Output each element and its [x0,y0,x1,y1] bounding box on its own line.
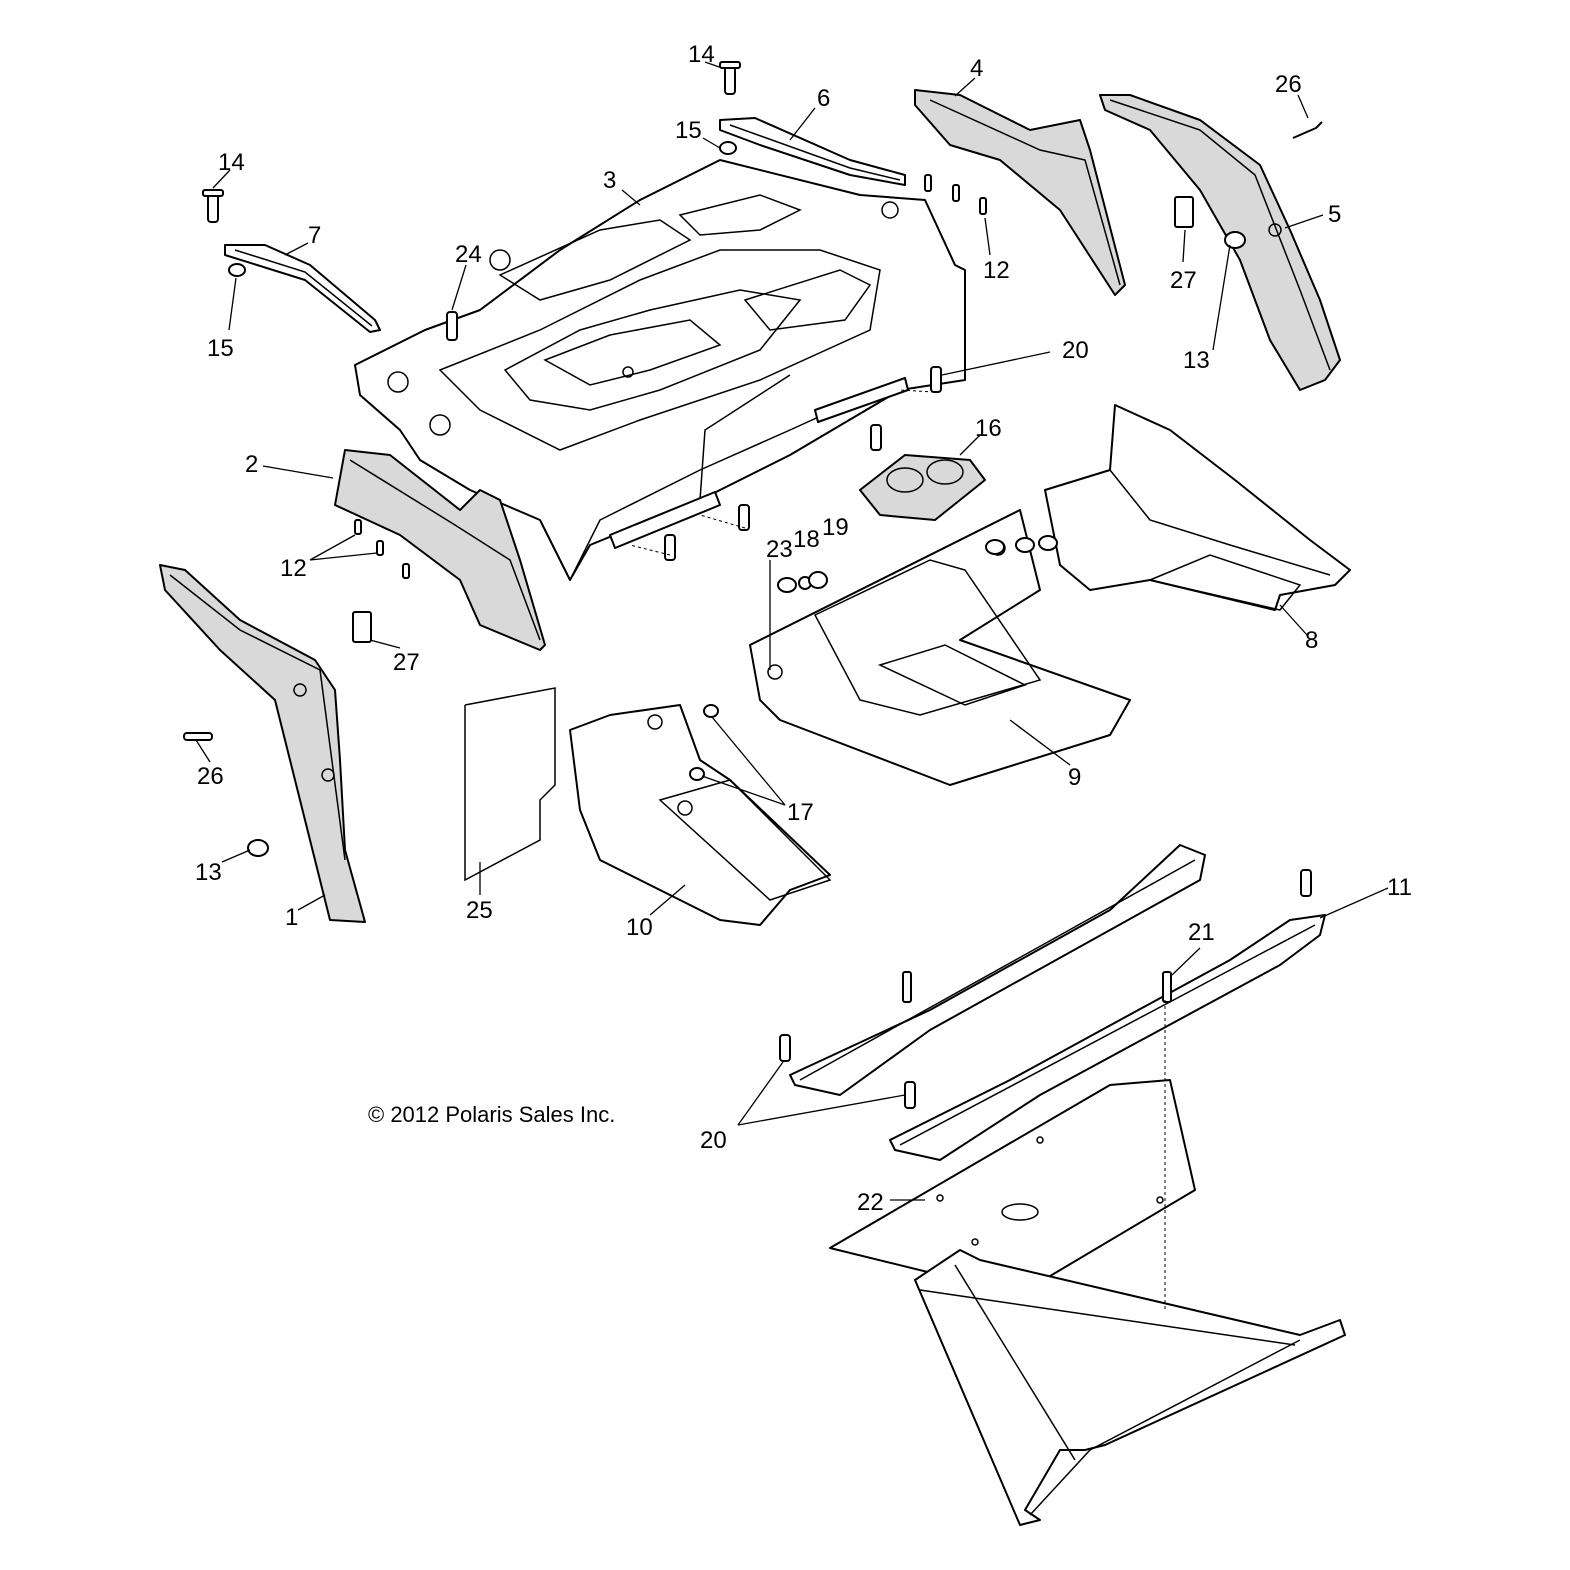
part-16-cover [859,454,986,521]
callout-15-left: 15 [207,335,234,362]
callout-13-right: 13 [1183,347,1210,374]
callout-17: 17 [787,799,814,826]
callout-8: 8 [1305,627,1318,654]
leader-lines [195,61,1389,1201]
part-7-rail-left [224,244,381,333]
part-25-sheet [464,687,556,882]
callout-4: 4 [970,55,983,82]
rear-frame-brace [914,1249,1346,1526]
callout-14-left: 14 [218,149,245,176]
callout-27-left: 27 [393,649,420,676]
part-1-fender-left [159,564,366,923]
callout-26-left: 26 [197,763,224,790]
part-4-side-panel-right [914,89,1126,296]
callout-5: 5 [1328,201,1341,228]
callout-22: 22 [857,1189,884,1216]
part-2-side-panel-left [334,449,546,651]
hidden-lines [629,389,1166,1310]
callout-14-top: 14 [688,41,715,68]
callout-3: 3 [603,167,616,194]
callout-7: 7 [308,222,321,249]
part-10-floor-left [569,704,832,926]
callout-labels: 14 6 4 26 15 3 14 7 5 24 12 27 15 20 13 … [195,41,1412,1216]
part-8-floor-right [1044,404,1351,611]
callout-26-top: 26 [1275,71,1302,98]
callout-20-lower: 20 [700,1127,727,1154]
callout-13-left: 13 [195,859,222,886]
part-11-frame-rails [789,844,1326,1161]
callout-21: 21 [1188,919,1215,946]
callout-12-right: 12 [983,257,1010,284]
part-3-cargo-box [354,159,966,581]
callout-15-top: 15 [675,117,702,144]
callout-12-left: 12 [280,555,307,582]
callout-9: 9 [1068,764,1081,791]
callout-2: 2 [245,451,258,478]
callout-1: 1 [285,904,298,931]
part-5-fender-right [1099,94,1341,391]
callout-11: 11 [1387,874,1412,901]
callout-18: 18 [793,526,820,553]
copyright-notice: © 2012 Polaris Sales Inc. [368,1102,615,1127]
callout-20-upper: 20 [1062,337,1089,364]
callout-24: 24 [455,241,482,268]
fasteners [183,61,1323,1109]
callout-25: 25 [466,897,493,924]
callout-6: 6 [817,85,830,112]
callout-10: 10 [626,914,653,941]
callout-27-right: 27 [1170,267,1197,294]
callout-23: 23 [766,536,793,563]
part-6-rail-right [719,117,906,186]
callout-16: 16 [975,415,1002,442]
callout-19: 19 [822,514,849,541]
